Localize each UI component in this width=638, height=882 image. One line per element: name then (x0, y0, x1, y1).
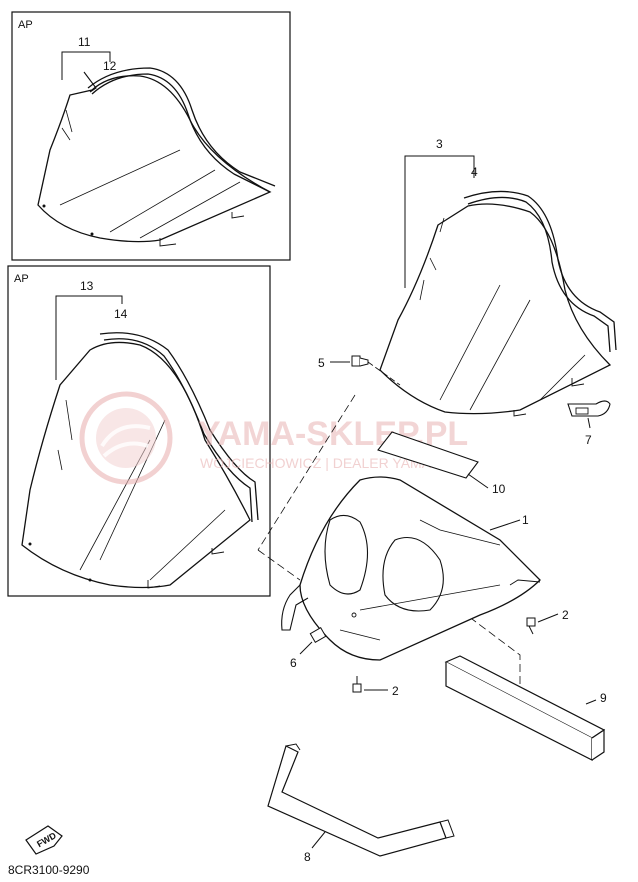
watermark-sub-text: WOJCIECHOWICZ | DEALER YAMAHA (200, 455, 451, 471)
callout-4: 4 (471, 165, 478, 179)
callout-12: 12 (103, 59, 117, 73)
callout-11: 11 (78, 35, 91, 49)
seal-8-drawing: 8 (267, 743, 455, 864)
callout-5: 5 (318, 356, 325, 370)
bolt-2a-drawing: 2 (526, 608, 569, 635)
callout-13: 13 (80, 279, 94, 293)
bolt-2b-drawing: 2 (352, 676, 399, 698)
grommet-6-drawing: 6 (290, 626, 327, 670)
watermark: YAMA-SKLEP.PL WOJCIECHOWICZ | DEALER YAM… (79, 391, 468, 485)
callout-14: 14 (114, 307, 128, 321)
diagram-code: 8CR3100-9290 (8, 863, 90, 877)
callout-7: 7 (585, 433, 592, 447)
callout-2b: 2 (392, 684, 399, 698)
callout-8: 8 (304, 850, 311, 864)
windshield-11-drawing (37, 67, 276, 247)
inset-box-2-tag: AP (14, 273, 29, 285)
callout-3: 3 (436, 137, 443, 151)
callout-6: 6 (290, 656, 297, 670)
inset-box-1-tag: AP (18, 19, 33, 31)
pad-10-drawing: 10 (377, 431, 506, 496)
inset-box-1: AP 11 12 (11, 11, 291, 261)
callout-9: 9 (600, 691, 607, 705)
callout-2a: 2 (562, 608, 569, 622)
screw-5-drawing: 5 (318, 355, 401, 386)
foam-9-drawing: 9 (444, 655, 607, 761)
fwd-arrow-icon: FWD (25, 825, 63, 855)
watermark-logo (79, 391, 173, 485)
windshield-13-drawing (21, 332, 259, 589)
windshield-3-drawing: 3 4 (379, 137, 617, 417)
callout-10: 10 (492, 482, 506, 496)
inset-box-2: AP 13 14 (7, 265, 271, 597)
callout-1: 1 (522, 513, 529, 527)
cowling-1-drawing: 1 (281, 476, 541, 661)
clip-7-drawing: 7 (567, 400, 611, 447)
